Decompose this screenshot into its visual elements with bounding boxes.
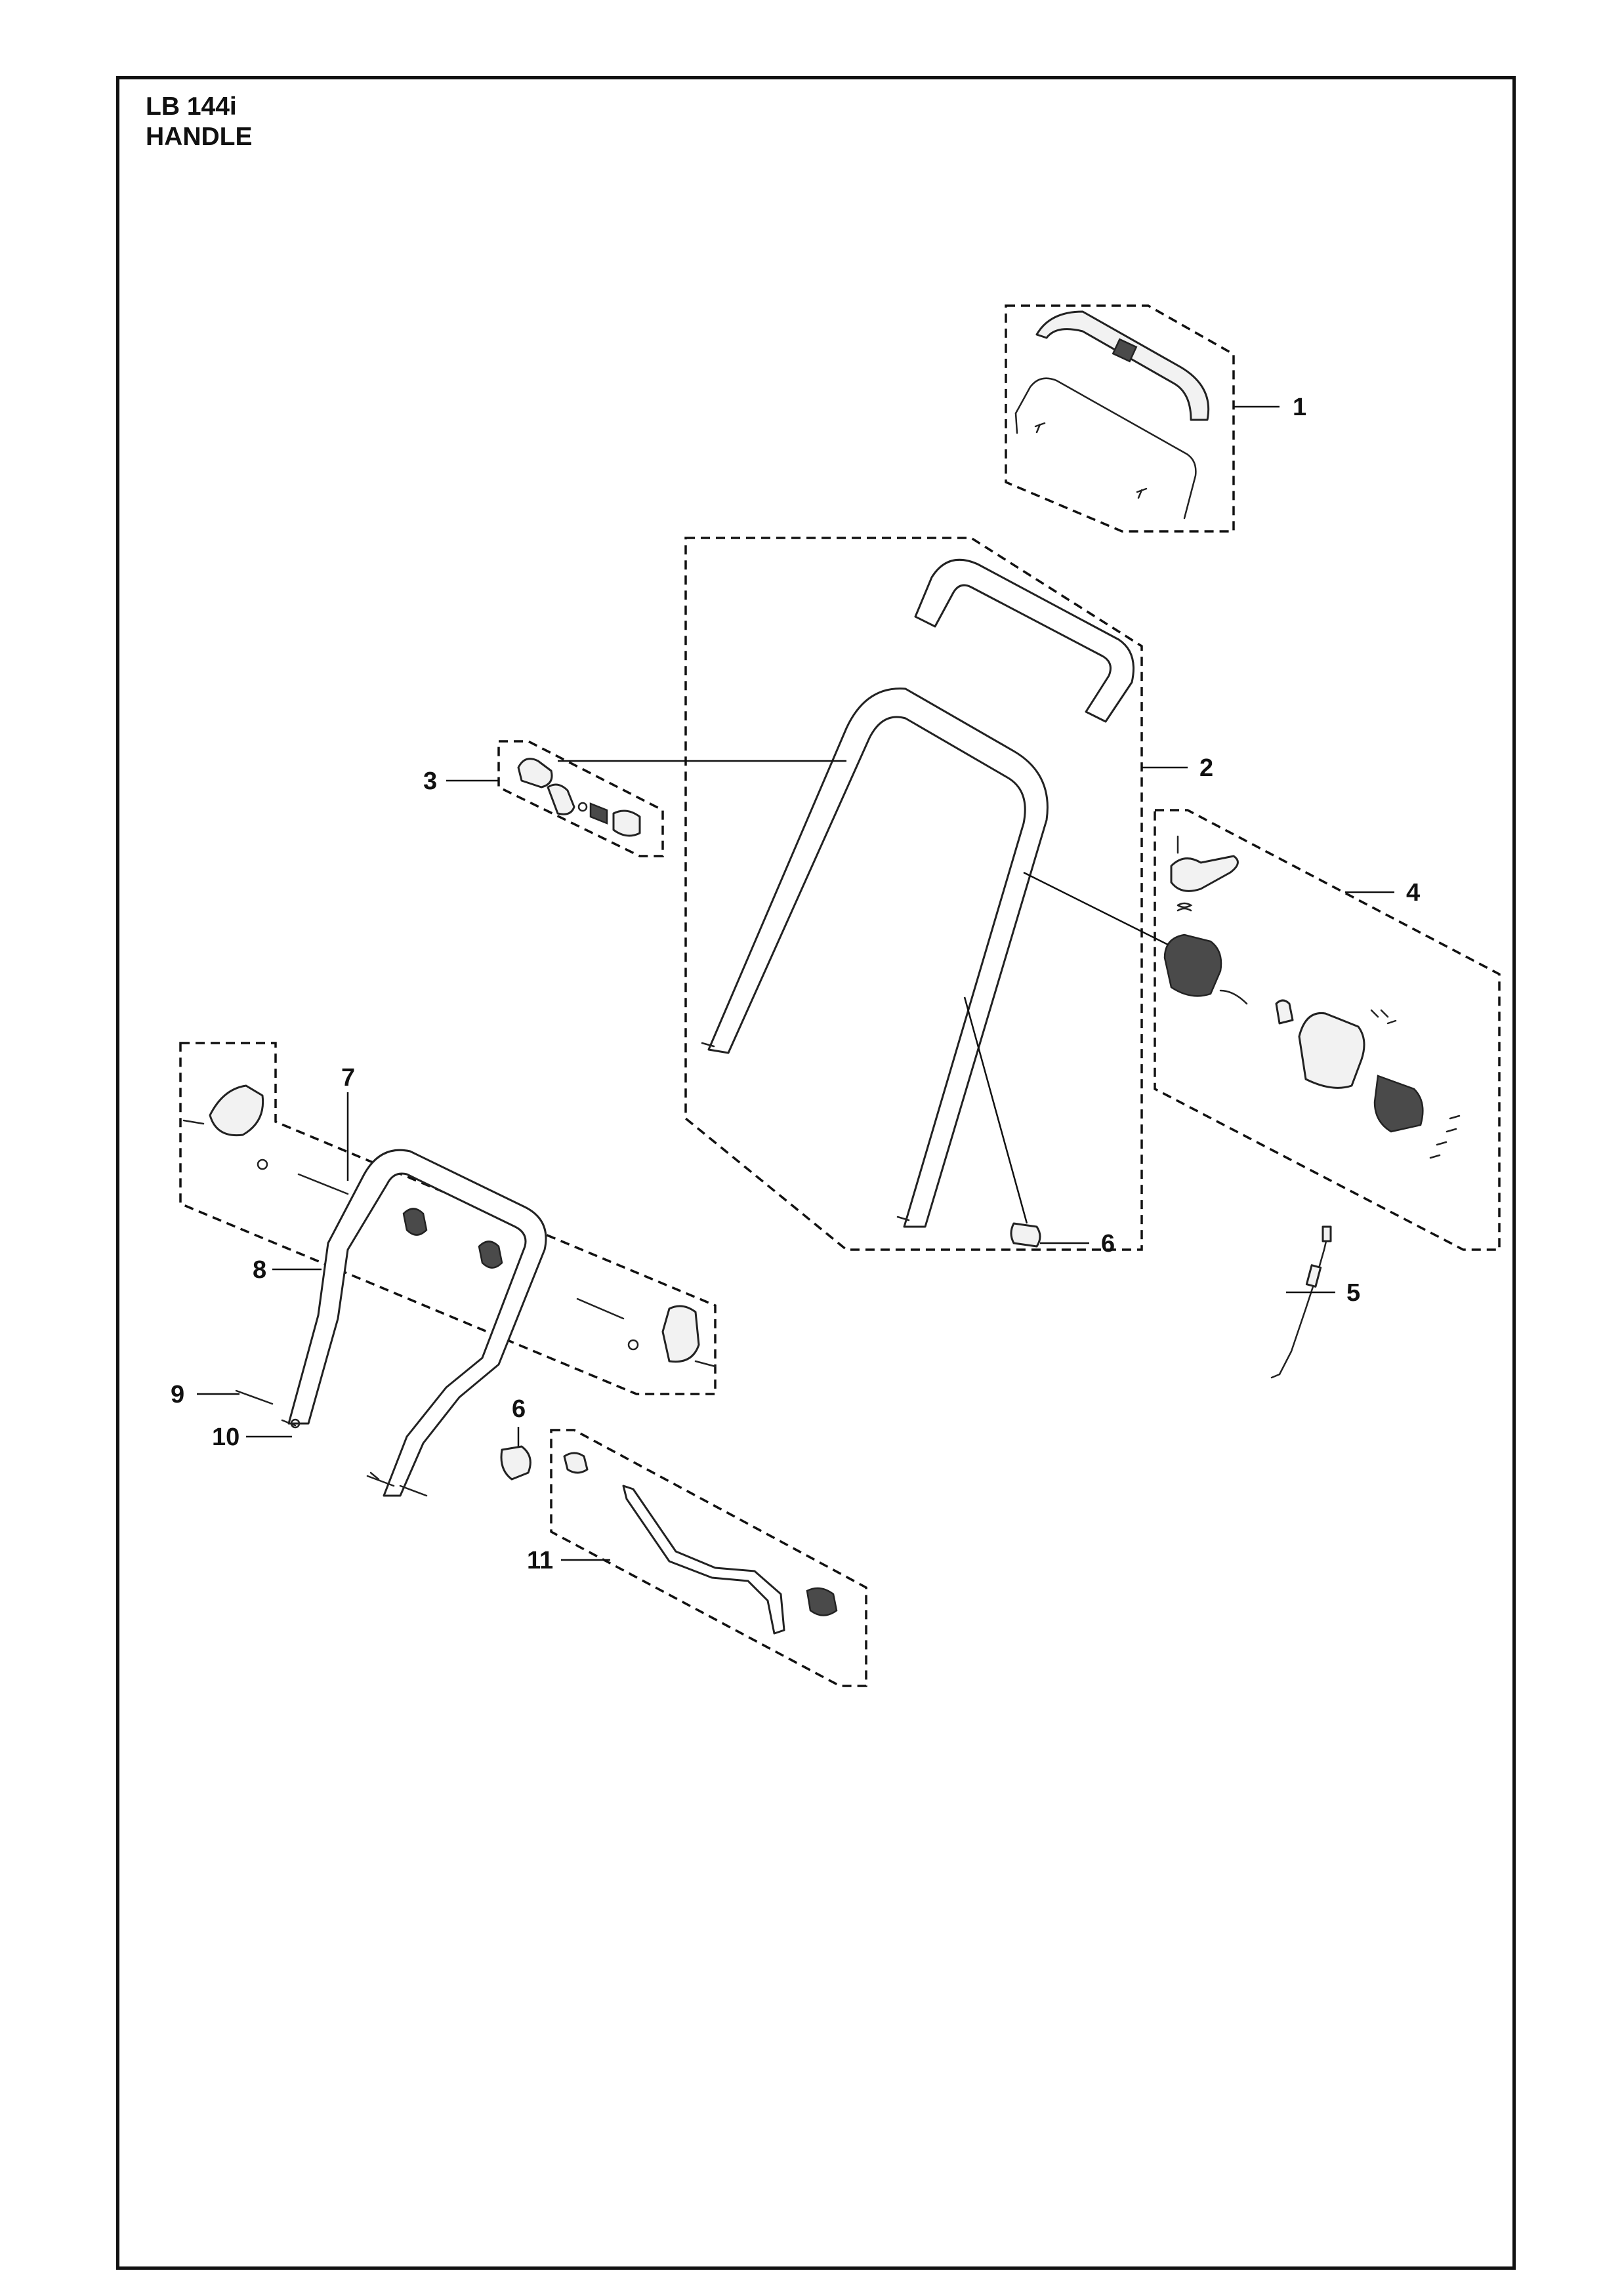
axle-bolt-right [576, 1298, 625, 1320]
fitting-bushing [547, 783, 575, 815]
lower-handle-bolt [366, 1475, 428, 1497]
lock-pin-right [694, 1360, 717, 1368]
plug-cap-upper [1010, 1222, 1041, 1248]
control-end-cap [1373, 1075, 1424, 1133]
upper-handle-tube [707, 687, 1049, 1228]
lock-lever-left [209, 1084, 264, 1137]
leader-lines [197, 405, 1394, 1561]
part-group-2 [684, 537, 1143, 1251]
washer-right [627, 1339, 639, 1351]
handle-grip-bar [914, 558, 1135, 723]
axle-bolt-left [297, 1173, 349, 1195]
callout-2: 2 [1199, 754, 1213, 782]
grip-button [1112, 338, 1138, 363]
plug-cap-lower [500, 1445, 531, 1481]
callout-7: 7 [341, 1064, 355, 1092]
cable-sleeve [1305, 1264, 1322, 1288]
callout-9: 9 [171, 1381, 184, 1408]
callout-3: 3 [423, 768, 437, 795]
fitting-knob [612, 810, 641, 837]
lock-knob-left [402, 1208, 428, 1236]
fitting-washer [577, 802, 588, 812]
cable-top-fitting [1322, 1225, 1332, 1242]
group-7-boundary [179, 1042, 717, 1395]
screw-9 [235, 1389, 274, 1405]
callout-11: 11 [527, 1547, 553, 1574]
callout-6-upper: 6 [1101, 1230, 1115, 1258]
part-5-cable [1270, 1225, 1332, 1379]
control-fasteners-a [1370, 1009, 1397, 1025]
group-4-boundary [1154, 809, 1501, 1251]
drawing-frame [116, 76, 1516, 2270]
section-name: HANDLE [146, 123, 253, 151]
adjuster-clip-right [806, 1587, 838, 1616]
part-group-7 [179, 1042, 717, 1395]
callout-5: 5 [1346, 1279, 1360, 1307]
model-name: LB 144i [146, 92, 237, 121]
control-link-spring [1219, 989, 1248, 1005]
control-housing [1163, 933, 1222, 997]
lock-knob-right [478, 1240, 503, 1269]
page-title: LB 144i HANDLE [146, 92, 253, 152]
control-pivot [1275, 999, 1294, 1025]
part-group-1 [1005, 304, 1235, 533]
callout-8: 8 [253, 1256, 266, 1284]
cable-line [1278, 1229, 1330, 1376]
fitting-cap [517, 758, 553, 789]
callout-10: 10 [212, 1424, 239, 1451]
group-11-boundary [550, 1429, 867, 1687]
callout-4: 4 [1406, 879, 1420, 907]
tube-end-left [701, 1042, 715, 1048]
lower-handle-nut [369, 1471, 380, 1481]
callout-labels: 1 2 3 4 5 6 6 7 8 9 10 11 [171, 394, 1420, 1574]
cable-hook [1270, 1373, 1281, 1379]
grip-cover [1035, 310, 1210, 421]
leader-4-to-tube [1023, 871, 1169, 946]
control-fasteners-b [1429, 1115, 1461, 1159]
control-cover-plate [1298, 1012, 1365, 1089]
group-3-boundary [497, 740, 664, 857]
group-2-boundary [684, 537, 1143, 1251]
lock-pin-left [182, 1119, 205, 1125]
callout-6-lower: 6 [512, 1395, 526, 1423]
adjuster-rod [622, 1485, 785, 1635]
control-spring [1176, 902, 1193, 912]
part-8-lower-handle [287, 1149, 547, 1497]
grip-wire-end-left [1014, 412, 1018, 434]
callout-1: 1 [1293, 394, 1306, 421]
fitting-nut [589, 802, 608, 825]
part-group-11 [550, 1429, 867, 1687]
tube-end-right [896, 1216, 910, 1221]
washer-left [257, 1158, 268, 1170]
nut-10 [281, 1419, 297, 1427]
control-lever [1170, 855, 1239, 892]
lower-handle-tube [287, 1149, 547, 1497]
screw-right [1136, 487, 1148, 499]
grip-wire [1014, 377, 1197, 520]
leader-6a-to-tube [963, 996, 1028, 1224]
adjuster-clip-left [563, 1452, 589, 1474]
part-group-3 [497, 740, 664, 857]
part-group-4 [1154, 809, 1501, 1251]
lock-lever-right [661, 1305, 700, 1363]
group-1-boundary [1005, 304, 1235, 533]
nut-10-washer [290, 1418, 301, 1429]
screw-left [1034, 422, 1046, 434]
